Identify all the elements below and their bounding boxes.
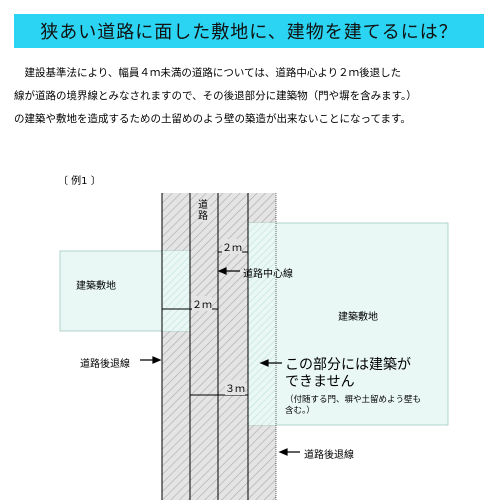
road-hatch-left-outer [162, 193, 190, 500]
left-site-label: 建築敷地 [76, 281, 116, 292]
arrow-road-center [217, 267, 240, 275]
note-line1: （付随する門、塀や土留めよう壁も [285, 395, 422, 405]
road-center-label: 道路中心線 [243, 269, 293, 280]
note-line2: 含む。） [285, 406, 315, 416]
cannot-build-line2: できません [285, 374, 355, 390]
arrow-setback-left [140, 356, 162, 364]
setback-right-label: 道路後退線 [304, 450, 354, 461]
arrow-setback-right [278, 448, 300, 456]
title-bar: 狭あい道路に面した敷地に、建物を建てるには？ [14, 14, 484, 48]
setback-left-label: 道路後退線 [80, 359, 130, 370]
right-site-setback [248, 223, 276, 425]
arrow-cannot-build [259, 359, 282, 367]
page-title: 狭あい道路に面した敷地に、建物を建てるには？ [40, 22, 458, 43]
road-hatch-center [190, 193, 218, 500]
cannot-build-line1: この部分には建築が [285, 357, 411, 373]
right-site-label: 建築敷地 [338, 312, 378, 323]
paragraph-line: の建築や敷地を造成するための土留めのよう壁の築造が出来ないことになってます。 [14, 113, 411, 125]
road-label: 道路 [198, 200, 210, 222]
right-site [247, 222, 449, 426]
paragraph-line: 建設基準法により、幅員４ｍ未満の道路については、道路中心より２ｍ後退した [14, 67, 402, 79]
example-label: 〔 例1 〕 [58, 176, 101, 187]
dim-top-label: ２ｍ [222, 239, 242, 254]
left-site-setback [162, 251, 190, 331]
explanation-paragraph: 建設基準法により、幅員４ｍ未満の道路については、道路中心より２ｍ後退した 線が道… [14, 62, 486, 131]
paragraph-line: 線が道路の境界線とみなされますので、その後退部分に建築物（門や塀を含みます。） [14, 90, 417, 102]
dim-right-label: ３ｍ [225, 380, 245, 395]
dim-left-label: ２ｍ [192, 296, 212, 311]
